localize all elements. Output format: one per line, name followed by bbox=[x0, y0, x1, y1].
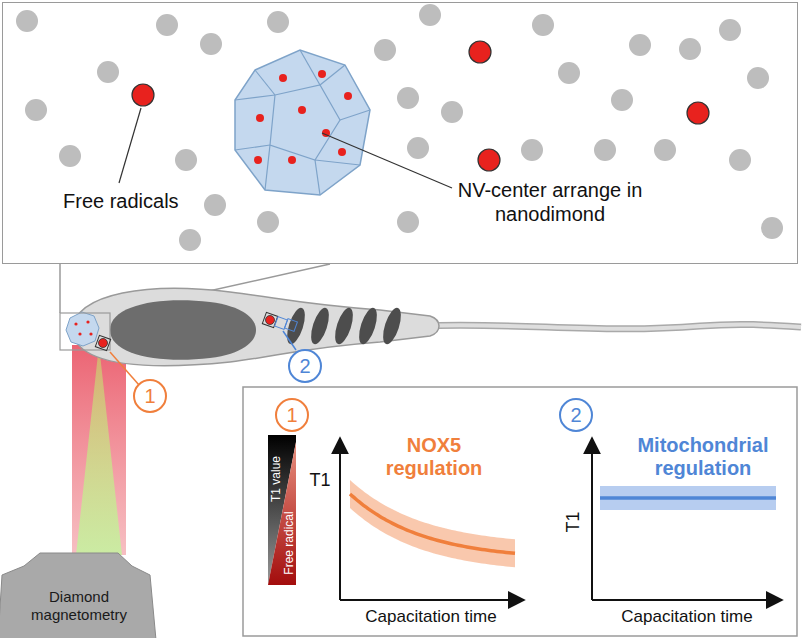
axis bbox=[592, 599, 782, 601]
zoom-line bbox=[59, 264, 61, 313]
callout-circle: 1 bbox=[133, 379, 167, 413]
callout-circle: 1 bbox=[275, 398, 309, 432]
probe-square bbox=[285, 319, 298, 332]
axis-label: Capacitation time bbox=[340, 607, 522, 627]
axis-label: T1 bbox=[304, 470, 336, 491]
zoom-panel: Free radicals NV-center arrange in nanodi… bbox=[2, 2, 798, 264]
laser-beam bbox=[76, 345, 122, 555]
sperm-tail bbox=[420, 324, 801, 328]
node-text: Diamond magnetometry bbox=[8, 588, 150, 624]
sperm-membrane bbox=[72, 288, 439, 365]
free-radical bbox=[99, 339, 108, 348]
axis-label: T1 bbox=[563, 511, 584, 532]
instrument-box: Diamond magnetometry bbox=[8, 588, 150, 624]
gradient-bar bbox=[268, 442, 296, 585]
free-radical bbox=[266, 316, 275, 325]
axis-label: Capacitation time bbox=[592, 607, 782, 627]
probe-square bbox=[262, 312, 277, 327]
node-text: Free radicals bbox=[63, 189, 179, 213]
gradient-bar bbox=[268, 435, 296, 585]
node-text: NV-center arrange in nanodimond bbox=[455, 178, 645, 226]
node-text: T1 value bbox=[269, 456, 283, 502]
callout-number: 2 bbox=[299, 356, 310, 376]
zoom-box bbox=[60, 313, 110, 350]
nanodiamond bbox=[235, 50, 370, 195]
axis bbox=[591, 438, 593, 600]
callout-number: 1 bbox=[144, 386, 155, 406]
diamond-facets bbox=[235, 50, 370, 195]
nv-centers bbox=[254, 70, 352, 164]
plot-title: NOX5 regulation bbox=[378, 434, 490, 480]
sperm-nucleus bbox=[110, 300, 256, 360]
sperm-tail bbox=[420, 324, 801, 328]
mito-line bbox=[600, 496, 776, 500]
node-text: Free radical bbox=[282, 511, 296, 574]
plot-title: Mitochondrial regulation bbox=[618, 434, 788, 480]
callout-number: 1 bbox=[286, 405, 297, 425]
axis bbox=[339, 438, 341, 600]
leader-line bbox=[119, 108, 141, 183]
probe-square bbox=[95, 335, 110, 350]
radical-dots bbox=[16, 4, 783, 251]
nanodiamond bbox=[66, 312, 99, 346]
mito-band bbox=[600, 486, 776, 510]
leader-line bbox=[283, 331, 296, 350]
probe-square bbox=[275, 317, 288, 330]
callout-circle: 2 bbox=[288, 349, 322, 383]
mitochondria bbox=[283, 306, 404, 346]
objective-lens bbox=[0, 553, 156, 638]
axis bbox=[340, 599, 524, 601]
leader-line bbox=[322, 133, 452, 188]
leader-line bbox=[110, 352, 139, 385]
callout-circle: 2 bbox=[559, 398, 593, 432]
laser-beam bbox=[72, 345, 126, 555]
plot-panel bbox=[243, 387, 797, 636]
nox5-curve bbox=[350, 480, 515, 567]
callout-number: 2 bbox=[570, 405, 581, 425]
gradient-key: T1 valueFree radical bbox=[268, 435, 296, 585]
